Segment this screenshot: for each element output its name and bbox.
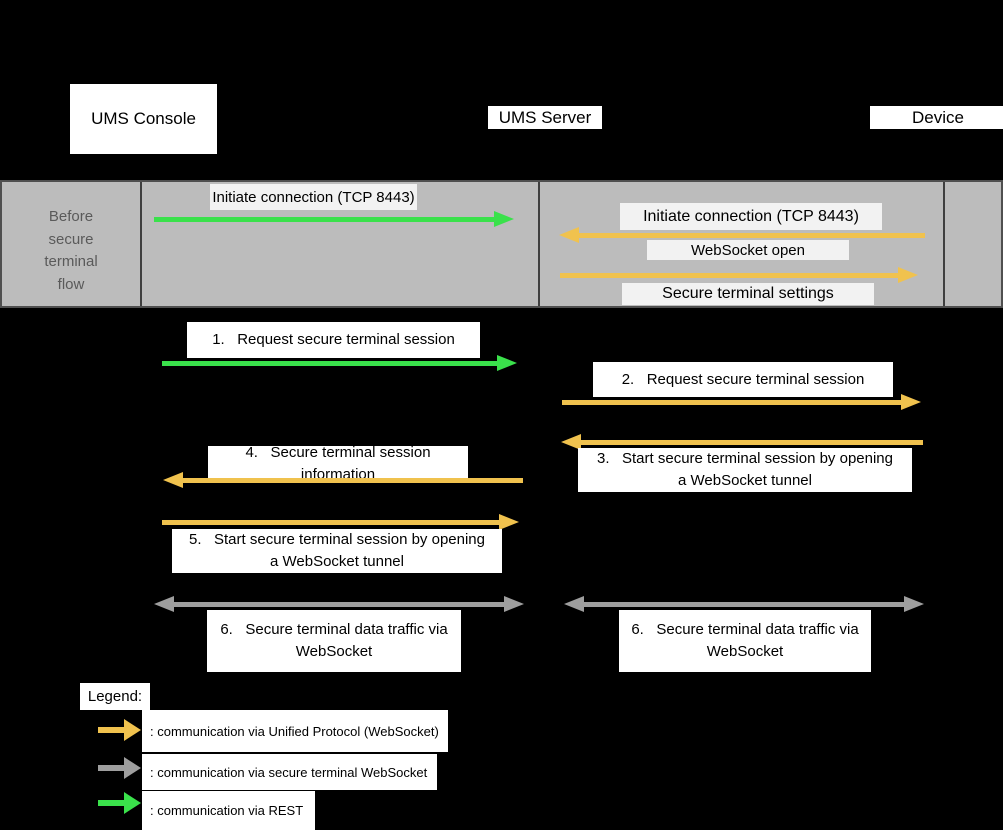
legend-secure-terminal-label: : communication via secure terminal WebS… (142, 754, 437, 790)
step6-right-label: 6. Secure terminal data traffic via WebS… (619, 610, 871, 672)
actor-device: Device (870, 106, 1003, 129)
band-arrow-websocket-open (560, 267, 918, 283)
step6-left-label: 6. Secure terminal data traffic via WebS… (207, 610, 461, 672)
step1-label: 1. Request secure terminal session (187, 322, 480, 358)
actor-ums-server: UMS Server (488, 106, 602, 129)
step1-arrow (162, 355, 517, 371)
legend-title: Legend: (80, 683, 150, 710)
actor-ums-console: UMS Console (70, 84, 217, 154)
band-label-websocket-open: WebSocket open (647, 240, 849, 260)
legend-unified-protocol-arrow-icon (98, 719, 141, 741)
step5-label: 5. Start secure terminal session by open… (172, 529, 502, 573)
before-flow-band: Before secure terminal flow Initiate con… (0, 180, 1003, 308)
step5-arrow (162, 514, 519, 530)
lifeline-ums-server (538, 182, 540, 306)
step2-arrow (562, 394, 921, 410)
legend-rest-arrow-icon (98, 792, 141, 814)
step6-right-arrow (564, 596, 924, 612)
lifeline-ums-console (140, 182, 142, 306)
step2-label: 2. Request secure terminal session (593, 362, 893, 397)
band-label-secure-settings: Secure terminal settings (622, 283, 874, 305)
lifeline-device (943, 182, 945, 306)
band-arrow-rest-init (154, 211, 514, 227)
step3-arrow (561, 434, 923, 450)
step4-arrow (163, 472, 523, 488)
legend-rest-label: : communication via REST (142, 791, 315, 830)
legend-unified-protocol-label: : communication via Unified Protocol (We… (142, 710, 448, 752)
step6-left-arrow (154, 596, 524, 612)
step3-label: 3. Start secure terminal session by open… (578, 448, 912, 492)
band-label-initiate-rest: Initiate connection (TCP 8443) (210, 184, 417, 210)
legend-secure-terminal-arrow-icon (98, 757, 141, 779)
step4-label: 4. Secure terminal session information (208, 444, 468, 483)
band-title: Before secure terminal flow (44, 208, 98, 293)
band-arrow-device-init (559, 227, 925, 243)
band-label-initiate-device: Initiate connection (TCP 8443) (620, 203, 882, 230)
